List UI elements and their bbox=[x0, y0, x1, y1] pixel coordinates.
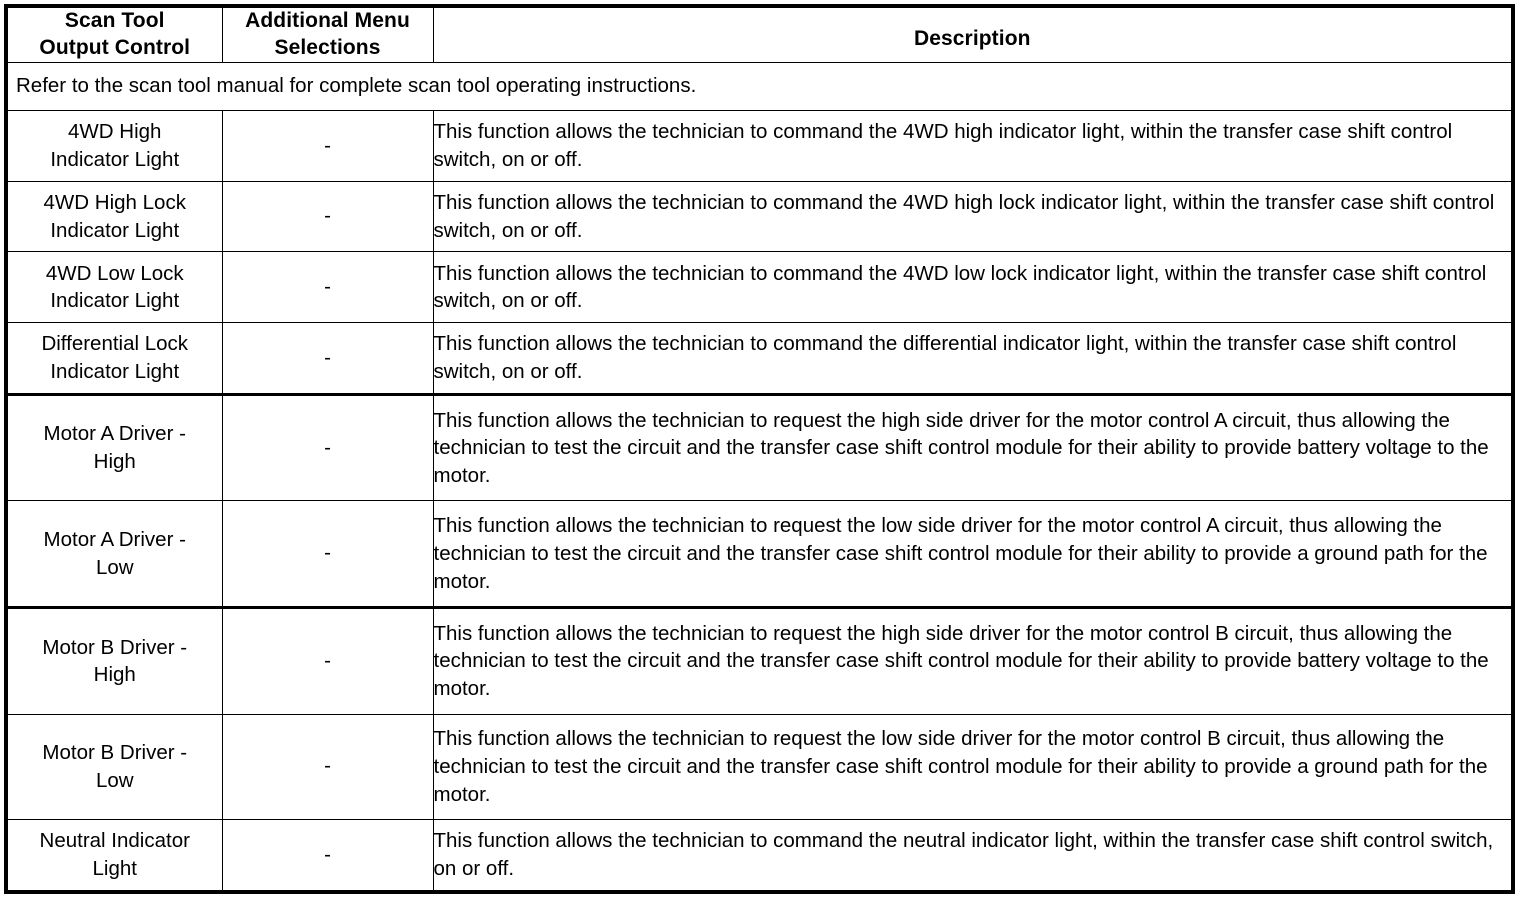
cell-control: Motor A Driver -Low bbox=[5, 500, 223, 609]
cell-control: Motor A Driver -High bbox=[5, 392, 223, 502]
table-row: Motor B Driver -High - This function all… bbox=[5, 606, 1514, 715]
cell-menu-selection: - bbox=[221, 606, 434, 715]
table-row: Motor B Driver -Low - This function allo… bbox=[5, 713, 1514, 820]
cell-description: This function allows the technician to c… bbox=[432, 251, 1514, 323]
cell-menu-selection: - bbox=[221, 500, 434, 609]
cell-menu-selection: - bbox=[221, 180, 434, 253]
cell-menu-selection: - bbox=[221, 251, 434, 323]
column-header-scan-tool-output-control: Scan Tool Output Control bbox=[5, 5, 223, 63]
cell-description: This function allows the technician to c… bbox=[432, 110, 1514, 182]
header-line-1: Scan Tool bbox=[64, 9, 165, 32]
header-row: Scan Tool Output Control Additional Menu… bbox=[5, 5, 1514, 63]
table-note-row: Refer to the scan tool manual for comple… bbox=[5, 62, 1514, 112]
table-row: Motor A Driver -Low - This function allo… bbox=[5, 500, 1514, 609]
cell-description: This function allows the technician to r… bbox=[432, 500, 1514, 609]
column-header-additional-menu-selections: Additional Menu Selections bbox=[221, 5, 434, 63]
header-line-2: Selections bbox=[274, 35, 381, 59]
cell-description: This function allows the technician to r… bbox=[432, 392, 1514, 502]
cell-menu-selection: - bbox=[221, 392, 434, 502]
header-line-1: Additional Menu bbox=[245, 9, 410, 32]
table-note: Refer to the scan tool manual for comple… bbox=[5, 62, 1514, 112]
cell-menu-selection: - bbox=[221, 110, 434, 182]
table-row: Motor A Driver -High - This function all… bbox=[5, 392, 1514, 502]
column-header-description: Description bbox=[432, 5, 1514, 63]
cell-control: Motor B Driver -Low bbox=[5, 713, 223, 820]
cell-menu-selection: - bbox=[221, 322, 434, 395]
cell-control: Motor B Driver -High bbox=[5, 606, 223, 715]
cell-menu-selection: - bbox=[221, 713, 434, 820]
cell-description: This function allows the technician to c… bbox=[432, 818, 1514, 893]
cell-description: This function allows the technician to r… bbox=[432, 606, 1514, 715]
cell-description: This function allows the technician to r… bbox=[432, 713, 1514, 820]
cell-description: This function allows the technician to c… bbox=[432, 180, 1514, 253]
scan-tool-output-control-table: Scan Tool Output Control Additional Menu… bbox=[4, 4, 1515, 894]
cell-menu-selection: - bbox=[221, 818, 434, 893]
table-header: Scan Tool Output Control Additional Menu… bbox=[5, 5, 1514, 63]
header-line-2: Output Control bbox=[39, 35, 191, 59]
cell-description: This function allows the technician to c… bbox=[432, 322, 1514, 395]
table-body: Refer to the scan tool manual for comple… bbox=[5, 62, 1514, 893]
